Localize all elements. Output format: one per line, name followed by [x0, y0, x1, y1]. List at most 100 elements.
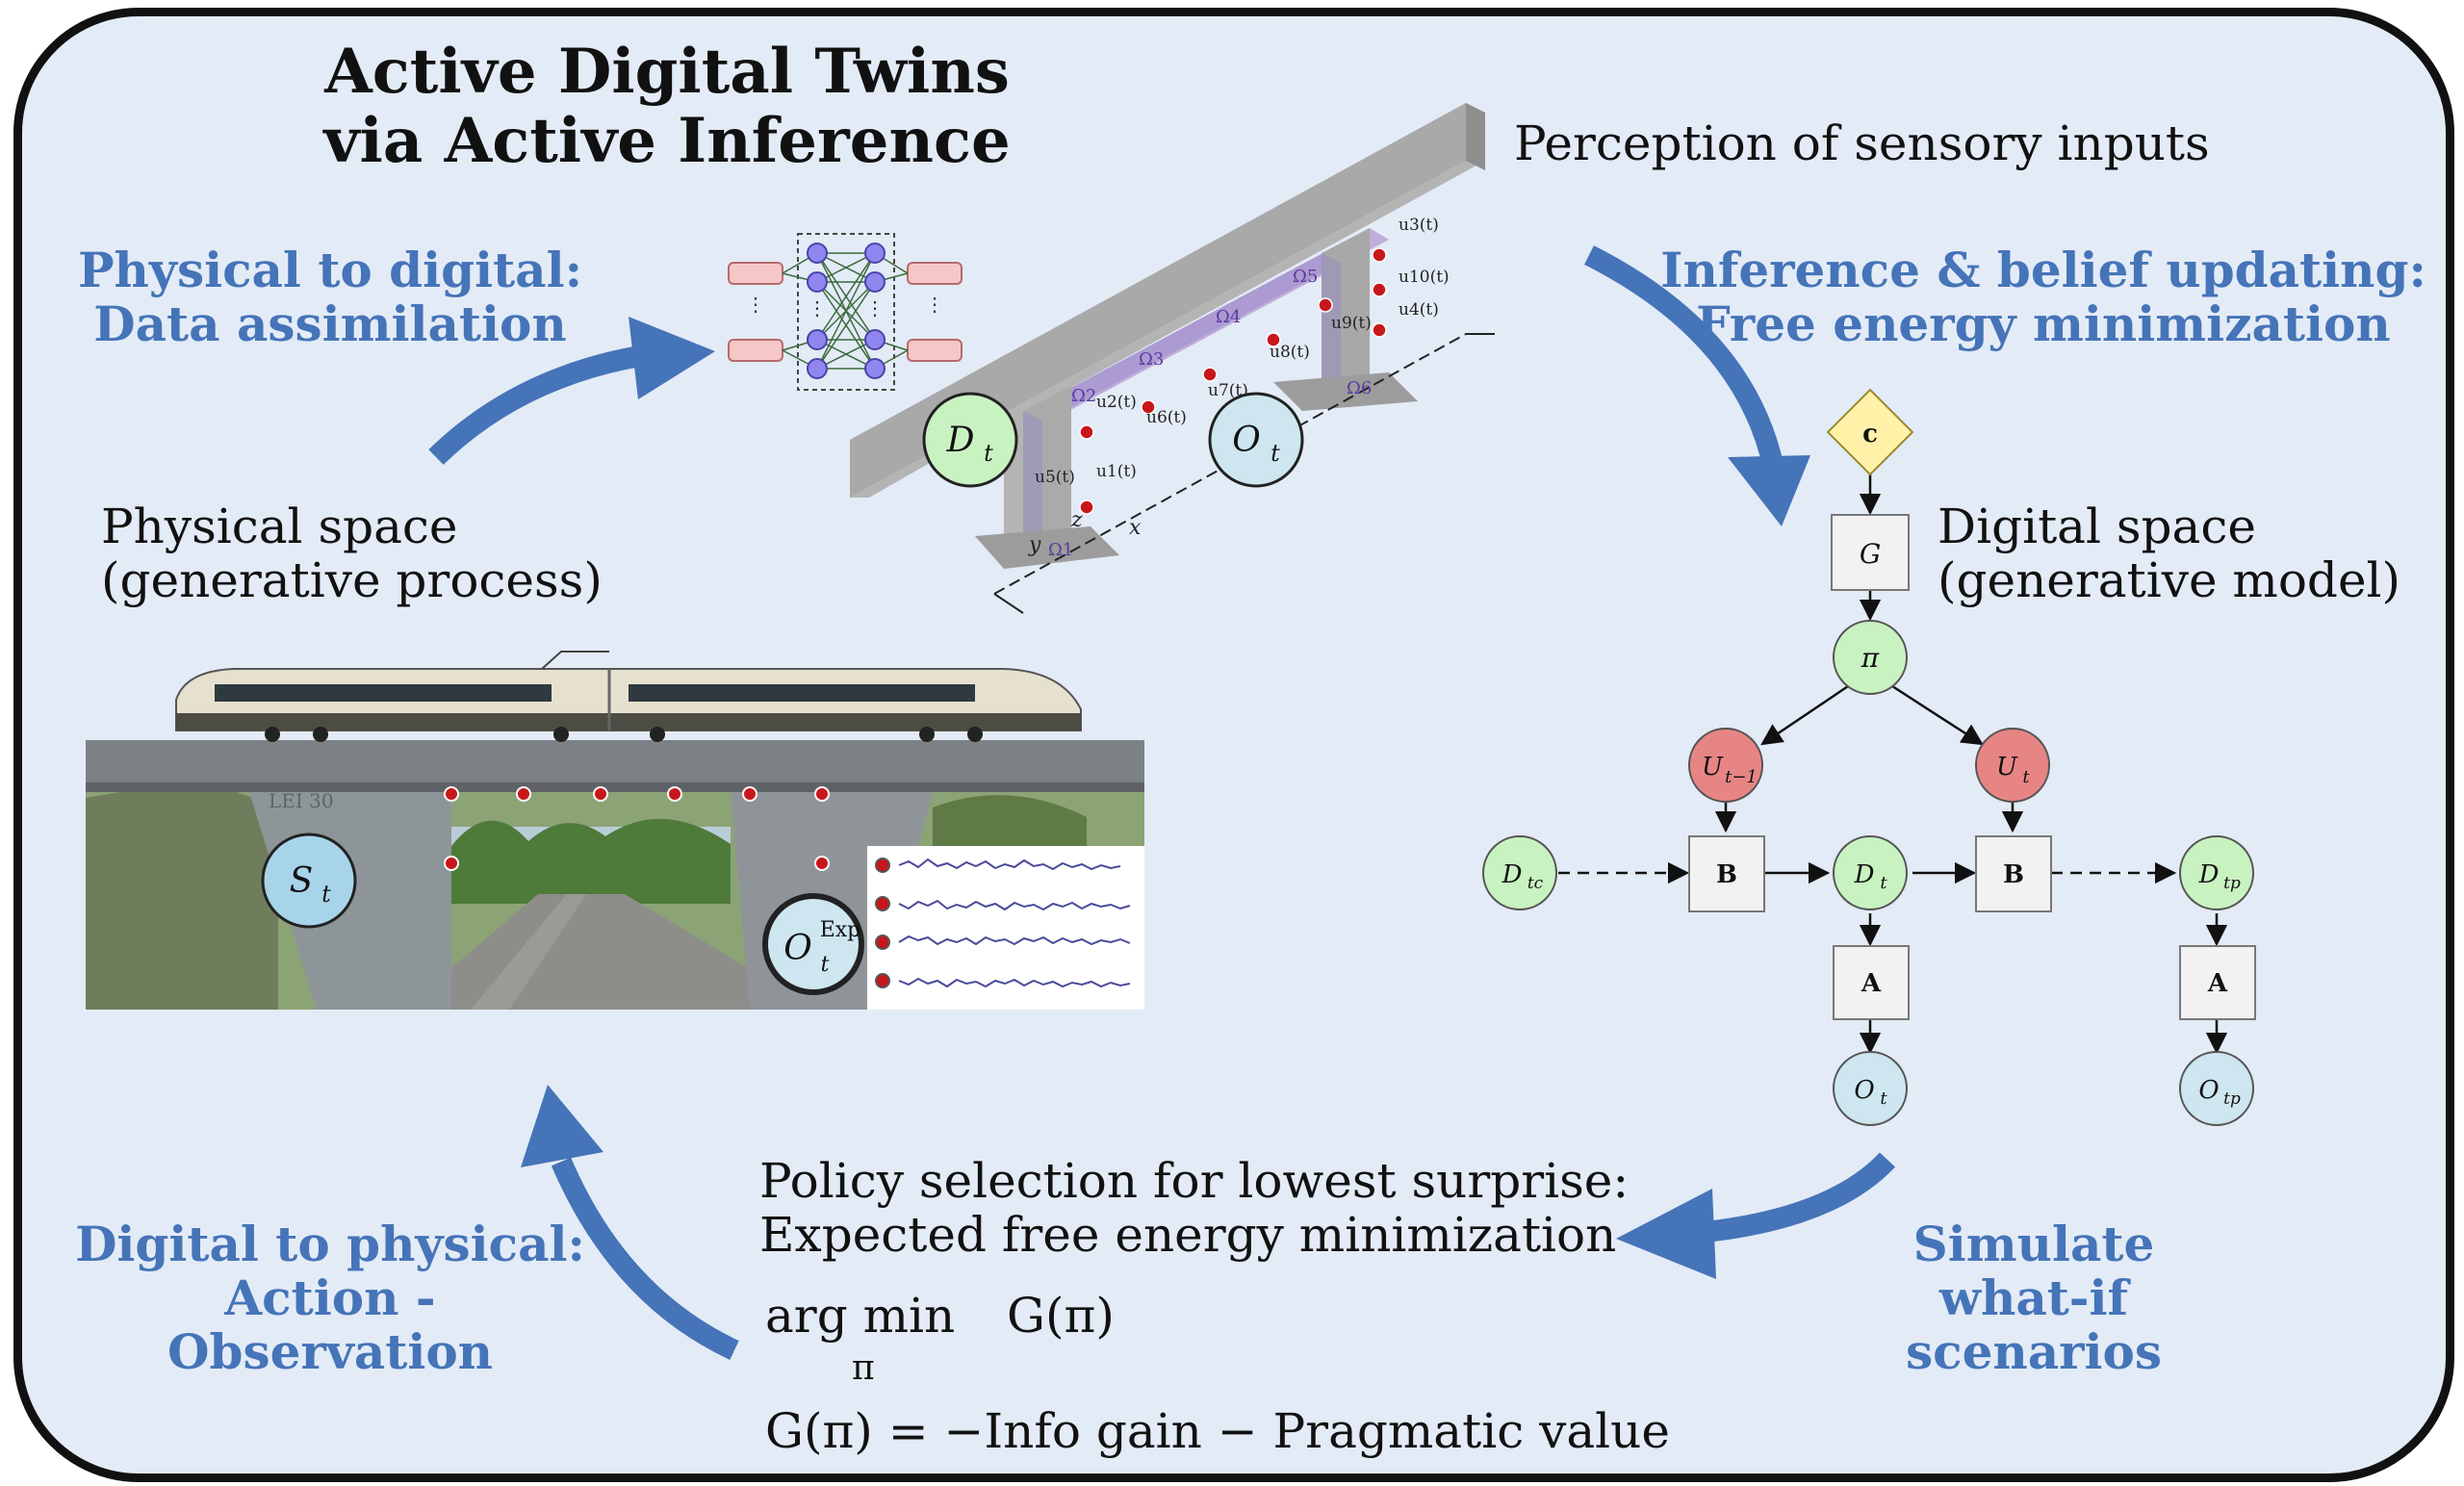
graph-node-c: c [1826, 388, 1914, 476]
graph-factor-A2: A [2179, 945, 2256, 1020]
svg-text:B: B [2003, 860, 2024, 889]
svg-text:O: O [1854, 1076, 1874, 1105]
physical-to-digital-line1: Physical to digital: [77, 242, 583, 298]
svg-text:t: t [1880, 1089, 1887, 1109]
svg-text:S: S [290, 861, 314, 901]
svg-text:tp: tp [2223, 1089, 2241, 1109]
subdomain-label-6: Ω6 [1347, 378, 1372, 398]
sensor-label-u10: u10(t) [1399, 268, 1450, 287]
graph-node-D-tc: D tc [1482, 835, 1557, 910]
svg-text:B: B [1716, 860, 1737, 889]
digital-to-physical-line2: Action - Observation [167, 1269, 494, 1380]
svg-text:t: t [1270, 440, 1280, 467]
sensor-label-u7: u7(t) [1208, 381, 1248, 400]
svg-text:Exp: Exp [820, 918, 861, 942]
title-line1: Active Digital Twins [324, 36, 1010, 108]
svg-text:t: t [2022, 767, 2030, 787]
svg-text:tc: tc [1527, 874, 1544, 893]
axis-label-x: x [1129, 516, 1142, 540]
arrow-digital-to-physical [521, 1085, 739, 1360]
generative-model-graph: c G π U t−1 U t [1482, 388, 2256, 1126]
inference-label: Inference & belief updating: Free energy… [1658, 243, 2428, 351]
svg-text:G: G [1860, 538, 1881, 570]
digital-to-physical-line1: Digital to physical: [75, 1216, 585, 1272]
sensor-label-u1: u1(t) [1096, 462, 1137, 481]
model-sensors [1079, 247, 1387, 515]
argmin-formula: arg min G(π) [765, 1289, 1115, 1343]
svg-text:t: t [1880, 873, 1887, 893]
svg-text:⋮: ⋮ [746, 293, 765, 316]
arrow-physical-to-digital [428, 317, 715, 465]
svg-text:c: c [1862, 420, 1878, 448]
bridge-node-O: O t [1208, 392, 1304, 488]
arrow-simulate [1616, 1152, 1896, 1279]
diagram-frame: Active Digital Twins via Active Inferenc… [13, 8, 2454, 1482]
argmin-objective: G(π) [1007, 1288, 1115, 1344]
sensor-label-u4: u4(t) [1399, 300, 1439, 320]
digital-space-line1: Digital space [1938, 499, 2256, 554]
graph-factor-B2: B [1975, 835, 2052, 912]
subdomain-label-2: Ω2 [1071, 386, 1096, 406]
sensor-label-u3: u3(t) [1399, 216, 1439, 235]
argmin-subscript: π [852, 1348, 875, 1388]
svg-text:O: O [2198, 1076, 2219, 1105]
graph-node-D-tp: D tp [2179, 835, 2254, 910]
arrow-inference [1584, 245, 1810, 526]
physical-to-digital-label: Physical to digital: Data assimilation [61, 243, 600, 351]
svg-text:⋮: ⋮ [865, 296, 885, 320]
physical-to-digital-line2: Data assimilation [93, 295, 567, 352]
graph-node-U-prev: U t−1 [1688, 728, 1763, 803]
simulate-label: Simulate what-if scenarios [1812, 1217, 2255, 1379]
svg-text:D: D [2198, 860, 2220, 889]
svg-text:A: A [2207, 969, 2228, 998]
efe-equation: G(π) = −Info gain − Pragmatic value [765, 1403, 1670, 1459]
svg-text:⋮: ⋮ [925, 293, 944, 316]
sensor-label-u2: u2(t) [1096, 393, 1137, 412]
neural-network-icon: ⋮ ⋮ ⋮ ⋮ [728, 233, 962, 391]
physical-space-line2: (generative process) [101, 552, 603, 608]
train-drawing [175, 651, 1082, 742]
digital-space-label: Digital space (generative model) [1938, 500, 2400, 607]
svg-text:O: O [783, 929, 812, 968]
subdomain-label-5: Ω5 [1293, 267, 1318, 287]
graph-node-U-t: U t [1975, 728, 2050, 803]
graph-factor-A1: A [1833, 945, 1910, 1020]
diagram-overlay: ⋮ ⋮ ⋮ ⋮ Ω2 Ω3 [261, 103, 2256, 1360]
digital-space-line2: (generative model) [1938, 552, 2401, 608]
graph-factor-B1: B [1688, 835, 1765, 912]
svg-text:t: t [984, 440, 993, 467]
simulate-line1: Simulate [1912, 1216, 2155, 1272]
photo-text: LEI 30 [269, 789, 334, 812]
axis-label-y: y [1028, 533, 1041, 557]
title: Active Digital Twins via Active Inferenc… [272, 38, 1062, 176]
policy-line2: Expected free energy minimization [759, 1207, 1617, 1263]
svg-text:t: t [321, 881, 331, 908]
svg-text:U: U [1996, 753, 2018, 781]
svg-text:D: D [946, 421, 975, 460]
graph-factor-G: G [1831, 514, 1910, 591]
digital-to-physical-label: Digital to physical: Action - Observatio… [61, 1217, 600, 1379]
inference-line1: Inference & belief updating: [1660, 242, 2426, 298]
graph-node-O-t: O t [1833, 1051, 1908, 1126]
sensor-label-u9: u9(t) [1331, 314, 1372, 333]
svg-text:⋮: ⋮ [808, 296, 827, 320]
svg-text:D: D [1854, 860, 1875, 889]
svg-text:D: D [1502, 860, 1523, 889]
sensor-label-u5: u5(t) [1035, 468, 1075, 487]
graph-node-O-tp: O tp [2179, 1051, 2254, 1126]
photo-node-O-exp: O t Exp [762, 893, 864, 995]
svg-text:t−1: t−1 [1725, 767, 1758, 787]
graph-node-D-t: D t [1833, 835, 1908, 910]
sensor-label-u6: u6(t) [1146, 408, 1187, 427]
svg-text:t: t [821, 953, 830, 977]
svg-text:tp: tp [2223, 874, 2241, 893]
svg-text:A: A [1861, 969, 1882, 998]
axis-label-z: z [1070, 508, 1083, 532]
inference-line2: Free energy minimization [1696, 295, 2391, 352]
sensor-label-u8: u8(t) [1270, 343, 1310, 362]
physical-space-label: Physical space (generative process) [101, 500, 603, 607]
simulate-line2: what-if scenarios [1906, 1269, 2162, 1380]
perception-label: Perception of sensory inputs [1514, 115, 2210, 171]
svg-text:O: O [1232, 421, 1261, 460]
argmin-operator: arg min [765, 1288, 956, 1344]
